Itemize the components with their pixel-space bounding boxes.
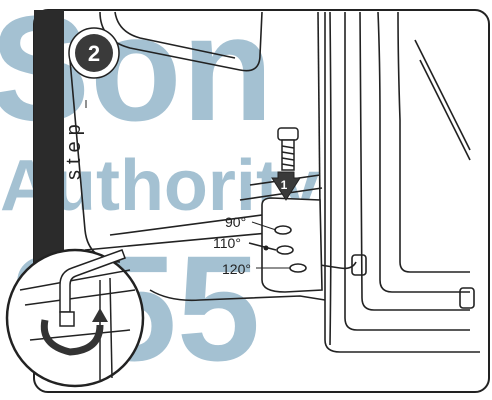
hinge-bracket (261, 197, 323, 293)
hole-90 (274, 225, 292, 235)
step-number: 2 (88, 41, 100, 66)
step-badge (75, 34, 113, 72)
angle-labels: 90° 110° 120° (213, 214, 290, 277)
callout-label-2: 2 (65, 335, 72, 349)
zoom-circle (5, 248, 145, 388)
angle-label-110: 110° (213, 235, 241, 251)
hole-110 (276, 245, 294, 255)
angle-label-90: 90° (225, 214, 246, 230)
callout-label-1: 1 (281, 178, 288, 192)
rotation-arrow (40, 319, 104, 356)
step-word: step (63, 118, 85, 180)
hex-key (59, 249, 126, 327)
hole-120 (289, 263, 307, 273)
detail-zoom: 2 (5, 248, 145, 388)
dryer-cabinet (69, 11, 480, 353)
callout-arrow-1: 1 (271, 171, 301, 201)
angle-label-120: 120° (222, 261, 251, 277)
bolt (277, 127, 299, 171)
